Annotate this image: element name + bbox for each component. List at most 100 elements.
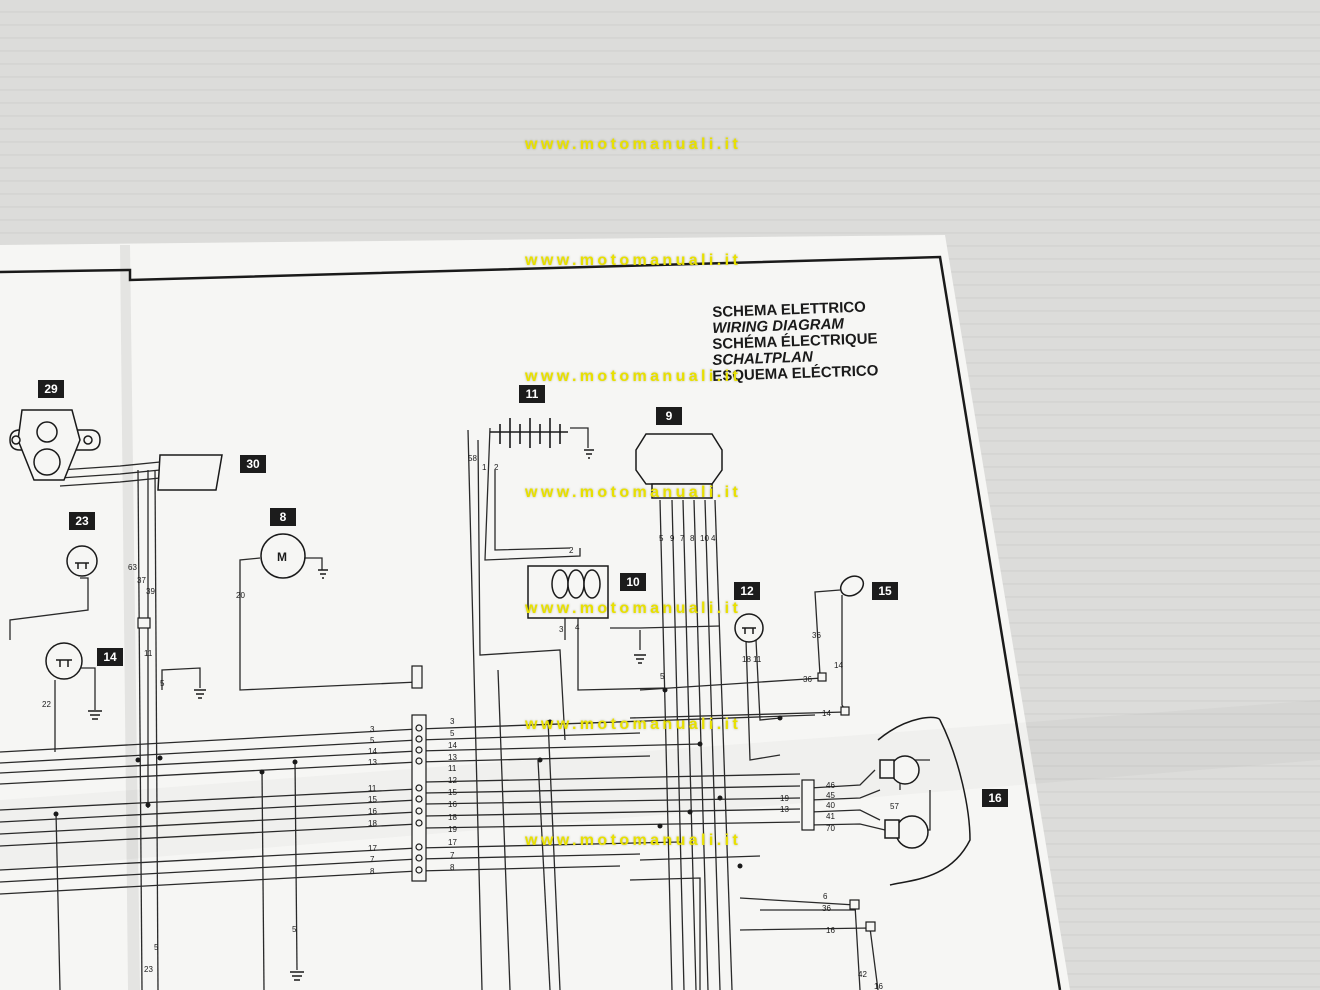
component-15-label: 15 — [872, 582, 898, 600]
bus-wire — [0, 750, 419, 774]
vertical-wire — [294, 759, 298, 971]
motor-symbol-label: M — [277, 550, 287, 564]
battery-11-symbol — [490, 418, 568, 448]
bus-wire — [424, 797, 801, 805]
component-29-label: 29 — [38, 380, 64, 398]
wire — [59, 469, 161, 479]
wire-label: 22 — [42, 700, 51, 709]
wire — [477, 439, 566, 741]
wire-label: 36 — [812, 631, 821, 640]
wire-label-right: 12 — [448, 776, 457, 785]
wire-label: 37 — [137, 576, 146, 585]
lamp-15-symbol — [839, 575, 865, 597]
wire — [704, 499, 721, 990]
wire-label-left: 14 — [368, 747, 377, 756]
component-12-label: 12 — [734, 582, 760, 600]
connector-pin — [865, 921, 876, 932]
component-11-label: 11 — [519, 385, 545, 403]
wire — [639, 855, 761, 861]
wire-label-right: 16 — [448, 800, 457, 809]
wire — [484, 427, 581, 561]
switch-12-symbol — [734, 613, 764, 643]
wire-label: 2 — [569, 546, 574, 555]
wire-label: 11 — [753, 655, 762, 664]
bus-wire — [0, 739, 419, 764]
wire-label: 4 — [575, 623, 580, 632]
wire — [59, 477, 161, 487]
wire-label: 10 — [700, 534, 709, 543]
connector-pin — [137, 617, 151, 629]
bus-wire — [424, 785, 801, 794]
bus-wire — [417, 853, 641, 860]
wire-label: 57 — [890, 802, 899, 811]
sensor-29-symbol — [9, 409, 101, 481]
wire-label-left: 3 — [370, 725, 375, 734]
bus-wire — [417, 732, 641, 741]
wire-label-left: 7 — [370, 855, 375, 864]
bus-wire — [0, 823, 419, 847]
wire — [755, 639, 781, 721]
watermark-text: www.motomanuali.it — [525, 368, 742, 385]
watermark-text: www.motomanuali.it — [525, 832, 742, 849]
wire — [629, 711, 846, 719]
vertical-wire — [497, 669, 511, 990]
wire-label: 70 — [826, 824, 835, 833]
wire — [809, 789, 881, 801]
rear-connector-block — [801, 779, 815, 831]
wire — [629, 877, 701, 990]
wire-label: 36 — [803, 675, 812, 684]
bus-wire — [0, 788, 419, 811]
wire-label: 3 — [559, 625, 564, 634]
wire-label: 40 — [826, 801, 835, 810]
connector-pin — [817, 672, 827, 682]
component-10-label: 10 — [620, 573, 646, 591]
wire-label: 7 — [680, 534, 685, 543]
bus-wire — [0, 761, 419, 785]
component-16-label: 16 — [982, 789, 1008, 807]
wire-label-right: 7 — [450, 851, 455, 860]
bus-wire — [417, 755, 651, 763]
wire-label-left: 16 — [368, 807, 377, 816]
component-14-label: 14 — [97, 648, 123, 666]
wire-label: 5 — [659, 534, 664, 543]
bus-wire — [417, 841, 681, 849]
wire — [745, 639, 781, 761]
wire-label: 19 — [780, 794, 789, 803]
wire — [659, 499, 673, 990]
wire-label: 46 — [826, 781, 835, 790]
wire-label: 9 — [670, 534, 675, 543]
wire — [9, 577, 89, 640]
connector-pin — [840, 706, 850, 716]
wire-label-right: 13 — [448, 753, 457, 762]
wire — [494, 470, 571, 551]
wire-label-right: 5 — [450, 729, 455, 738]
wire-label: 42 — [858, 970, 867, 979]
bus-wire — [0, 811, 419, 835]
wire-label: 23 — [144, 965, 153, 974]
bus-wire — [0, 728, 419, 753]
wire — [714, 499, 733, 990]
wire-label: 2 — [494, 463, 499, 472]
wire-label: 36 — [822, 904, 831, 913]
wire-label: 16 — [826, 926, 835, 935]
wire — [809, 823, 886, 831]
wire-label: 20 — [236, 591, 245, 600]
component-23-label: 23 — [69, 512, 95, 530]
wire-label: 39 — [146, 587, 155, 596]
connector-pin — [849, 899, 860, 910]
vertical-wire — [55, 811, 61, 990]
wire — [59, 461, 161, 471]
wire-label: 14 — [822, 709, 831, 718]
wire-label: 14 — [834, 661, 843, 670]
component-9-label: 9 — [656, 407, 682, 425]
drawing-frame — [0, 255, 1062, 990]
wire-label: 63 — [128, 563, 137, 572]
switch-23-symbol — [66, 545, 98, 577]
watermark-text: www.motomanuali.it — [525, 716, 742, 733]
wire-label: 8 — [690, 534, 695, 543]
bus-wire — [0, 799, 419, 823]
ground-symbols — [88, 449, 646, 981]
wire-label: 18 — [742, 655, 751, 664]
wire-label-left: 18 — [368, 819, 377, 828]
bus-wire — [424, 821, 801, 829]
